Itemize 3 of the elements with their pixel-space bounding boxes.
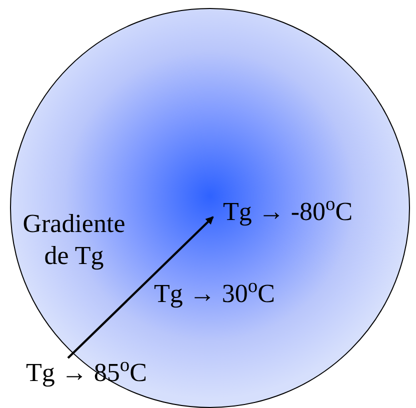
edge-label: Gradiente de Tg [22, 208, 126, 272]
temperature-label: Tg → -80$^{o}$C [223, 195, 353, 229]
temperature-label: Tg → 30$^{o}$C [154, 277, 275, 311]
